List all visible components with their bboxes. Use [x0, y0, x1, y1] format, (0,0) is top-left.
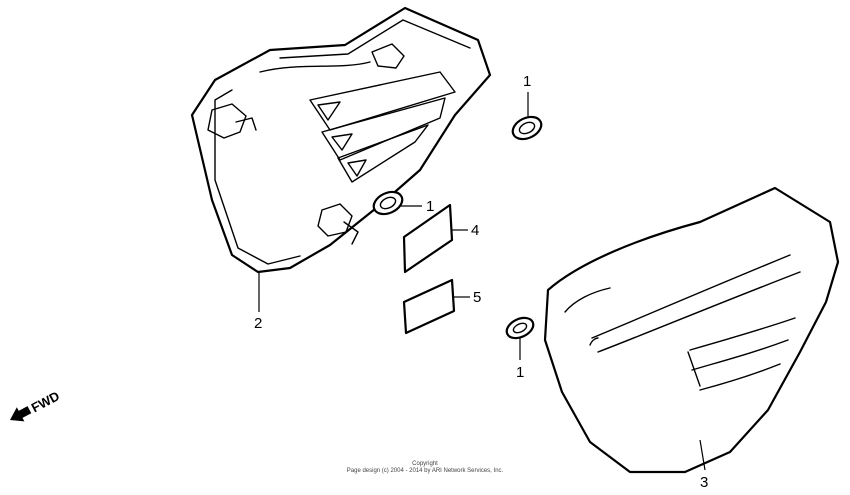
copyright-line-1: Copyright	[412, 461, 438, 467]
leader-right-cover	[699, 439, 706, 471]
copyright-line-2: Page design (c) 2004 - 2014 by ARI Netwo…	[347, 468, 504, 474]
emblem-upper[interactable]	[402, 203, 454, 274]
forward-arrow-icon	[10, 406, 32, 422]
callout-grommet-middle: 1	[426, 198, 434, 215]
callout-grommet-top: 1	[523, 73, 531, 90]
grommet-bottom[interactable]	[504, 314, 537, 342]
left-side-cover[interactable]	[190, 6, 492, 274]
forward-label: FWD	[29, 388, 62, 415]
grommet-top[interactable]	[509, 113, 545, 144]
callout-emblem-lower: 5	[473, 289, 481, 306]
callout-emblem-upper: 4	[471, 222, 479, 239]
grommet-middle[interactable]	[370, 188, 406, 219]
callout-left-cover: 2	[254, 315, 262, 332]
callout-right-cover: 3	[700, 474, 708, 491]
emblem-lower[interactable]	[402, 278, 456, 335]
callout-grommet-bottom: 1	[516, 364, 524, 381]
right-side-cover[interactable]	[543, 186, 840, 474]
forward-direction-indicator: FWD	[10, 388, 62, 422]
